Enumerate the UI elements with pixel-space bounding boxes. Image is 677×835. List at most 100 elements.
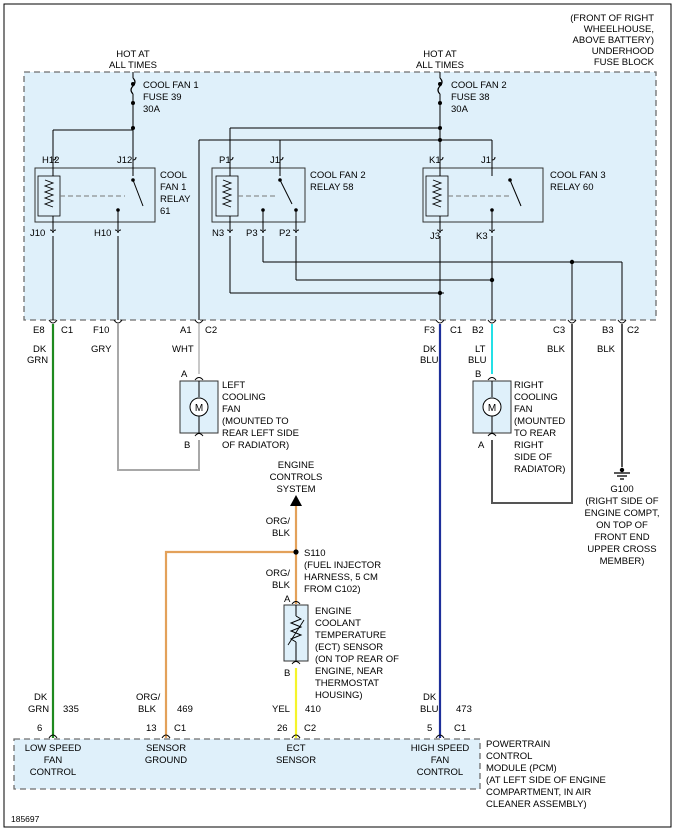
terminal-c3: C3 BLK bbox=[547, 325, 566, 355]
svg-text:HARNESS, 5 CM: HARNESS, 5 CM bbox=[304, 572, 378, 583]
svg-text:(MOUNTED: (MOUNTED bbox=[514, 416, 565, 427]
relay-coil bbox=[43, 179, 55, 208]
svg-text:(FUEL INJECTOR: (FUEL INJECTOR bbox=[304, 560, 381, 571]
svg-text:UNDERHOOD: UNDERHOOD bbox=[592, 46, 654, 57]
hot-label: ALL TIMES bbox=[109, 60, 157, 71]
relay-pin: J1 bbox=[270, 155, 280, 166]
terminal-b2: B2 LT BLU bbox=[468, 325, 487, 366]
svg-text:COOLANT: COOLANT bbox=[315, 618, 361, 629]
svg-text:(MOUNTED TO: (MOUNTED TO bbox=[222, 416, 289, 427]
arrow-up-icon bbox=[290, 495, 302, 506]
svg-text:POWERTRAIN: POWERTRAIN bbox=[486, 739, 550, 750]
svg-text:(RIGHT SIDE OF: (RIGHT SIDE OF bbox=[585, 496, 658, 507]
relay-pin: N3 bbox=[212, 228, 224, 239]
splice-dot bbox=[293, 549, 299, 555]
svg-text:G100: G100 bbox=[610, 484, 633, 495]
fuse-label: COOL FAN 1 bbox=[143, 80, 199, 91]
svg-text:GRY: GRY bbox=[91, 344, 112, 355]
fuse-label: COOL FAN 2 bbox=[451, 80, 507, 91]
svg-text:BLK: BLK bbox=[597, 344, 616, 355]
svg-text:THERMOSTAT: THERMOSTAT bbox=[315, 678, 379, 689]
svg-text:FAN: FAN bbox=[222, 404, 241, 415]
svg-text:BLK: BLK bbox=[138, 704, 157, 715]
relay-switch bbox=[132, 179, 144, 207]
svg-text:(FRONT OF RIGHT: (FRONT OF RIGHT bbox=[570, 13, 654, 24]
fuse-block-internal-wiring bbox=[52, 139, 623, 320]
wire-gry bbox=[117, 324, 200, 471]
outer-frame bbox=[3, 3, 672, 828]
relay-pin: J10 bbox=[30, 228, 45, 239]
svg-text:COOL FAN 3: COOL FAN 3 bbox=[550, 170, 606, 181]
svg-text:UPPER CROSS: UPPER CROSS bbox=[587, 544, 656, 555]
hot-label: HOT AT bbox=[116, 49, 150, 60]
svg-text:FAN 1: FAN 1 bbox=[160, 182, 186, 193]
svg-text:COOL: COOL bbox=[160, 170, 187, 181]
svg-text:HIGH SPEED: HIGH SPEED bbox=[411, 743, 470, 754]
svg-text:WHEELHOUSE,: WHEELHOUSE, bbox=[584, 24, 654, 35]
ect-sensor: A B ENGINE COOLANT TEMPERATURE (ECT) SEN… bbox=[283, 594, 399, 701]
terminal-e8: E8 C1 DK GRN bbox=[27, 325, 73, 366]
svg-text:A: A bbox=[284, 594, 291, 605]
svg-text:ENGINE: ENGINE bbox=[315, 606, 351, 617]
svg-text:ORG/: ORG/ bbox=[266, 568, 291, 579]
relay-pin: H10 bbox=[94, 228, 111, 239]
relay-pin: P2 bbox=[279, 228, 291, 239]
svg-text:ON TOP OF: ON TOP OF bbox=[596, 520, 648, 531]
svg-text:GRN: GRN bbox=[28, 704, 49, 715]
svg-text:DK: DK bbox=[33, 344, 47, 355]
svg-text:CONTROL: CONTROL bbox=[30, 767, 76, 778]
svg-text:C2: C2 bbox=[627, 325, 639, 336]
svg-text:FRONT END: FRONT END bbox=[594, 532, 649, 543]
engine-controls-system-reference: ENGINE CONTROLS SYSTEM bbox=[270, 460, 322, 506]
svg-text:ENGINE: ENGINE bbox=[278, 460, 314, 471]
svg-text:RIGHT: RIGHT bbox=[514, 380, 544, 391]
svg-text:RELAY 60: RELAY 60 bbox=[550, 182, 593, 193]
pcm-outline bbox=[13, 738, 481, 790]
svg-text:BLK: BLK bbox=[272, 528, 291, 539]
svg-text:RIGHT: RIGHT bbox=[514, 440, 544, 451]
svg-text:HOUSING): HOUSING) bbox=[315, 690, 363, 701]
cool-fan-2-relay: P1 J1 COOL FAN 2 RELAY 58 N3 P3 P2 bbox=[211, 155, 366, 239]
fuse-block-terminal-row: E8 C1 DK GRN F10 GRY A1 C2 WHT F3 C1 DK … bbox=[27, 319, 639, 366]
svg-text:FAN: FAN bbox=[514, 404, 533, 415]
svg-text:COOLING: COOLING bbox=[514, 392, 558, 403]
fuse-label: 30A bbox=[451, 104, 469, 115]
svg-text:BLK: BLK bbox=[547, 344, 566, 355]
relay-coil bbox=[221, 179, 233, 208]
svg-text:C1: C1 bbox=[450, 325, 462, 336]
relay-pin: J12 bbox=[117, 155, 132, 166]
svg-text:S110: S110 bbox=[304, 548, 325, 559]
svg-text:M: M bbox=[488, 403, 496, 414]
svg-text:LEFT: LEFT bbox=[222, 380, 245, 391]
svg-text:B: B bbox=[475, 369, 481, 380]
svg-text:410: 410 bbox=[305, 704, 321, 715]
svg-text:TEMPERATURE: TEMPERATURE bbox=[315, 630, 386, 641]
svg-text:DK: DK bbox=[423, 692, 437, 703]
right-cooling-fan: B M A RIGHT COOLING FAN (MOUNTED TO REAR… bbox=[472, 369, 565, 475]
svg-text:CLEANER ASSEMBLY): CLEANER ASSEMBLY) bbox=[486, 799, 587, 810]
svg-text:REAR LEFT SIDE: REAR LEFT SIDE bbox=[222, 428, 299, 439]
relay-pin: K3 bbox=[476, 231, 488, 242]
svg-text:SIDE OF: SIDE OF bbox=[514, 452, 552, 463]
svg-text:ECT: ECT bbox=[287, 743, 306, 754]
svg-text:COMPARTMENT, IN AIR: COMPARTMENT, IN AIR bbox=[486, 787, 591, 798]
svg-text:C2: C2 bbox=[304, 723, 316, 734]
svg-text:B: B bbox=[184, 440, 190, 451]
relay-coil bbox=[431, 179, 443, 208]
ground-g100: G100 (RIGHT SIDE OF ENGINE COMPT, ON TOP… bbox=[585, 467, 660, 567]
svg-text:E8: E8 bbox=[33, 325, 45, 336]
relay-pin: P1 bbox=[219, 155, 231, 166]
svg-text:ENGINE COMPT,: ENGINE COMPT, bbox=[585, 508, 660, 519]
fuse-block-location-label: (FRONT OF RIGHT WHEELHOUSE, ABOVE BATTER… bbox=[570, 13, 654, 68]
relay-pin: J3 bbox=[430, 231, 440, 242]
svg-text:GRN: GRN bbox=[27, 355, 48, 366]
hot-label: HOT AT bbox=[423, 49, 457, 60]
svg-text:BLK: BLK bbox=[272, 580, 291, 591]
svg-text:DK: DK bbox=[34, 692, 48, 703]
svg-text:C3: C3 bbox=[553, 325, 565, 336]
svg-text:F3: F3 bbox=[424, 325, 435, 336]
relay-pin: H12 bbox=[42, 155, 59, 166]
svg-text:A1: A1 bbox=[180, 325, 192, 336]
svg-text:RELAY: RELAY bbox=[160, 194, 191, 205]
wire-blk-c3 bbox=[491, 324, 573, 504]
